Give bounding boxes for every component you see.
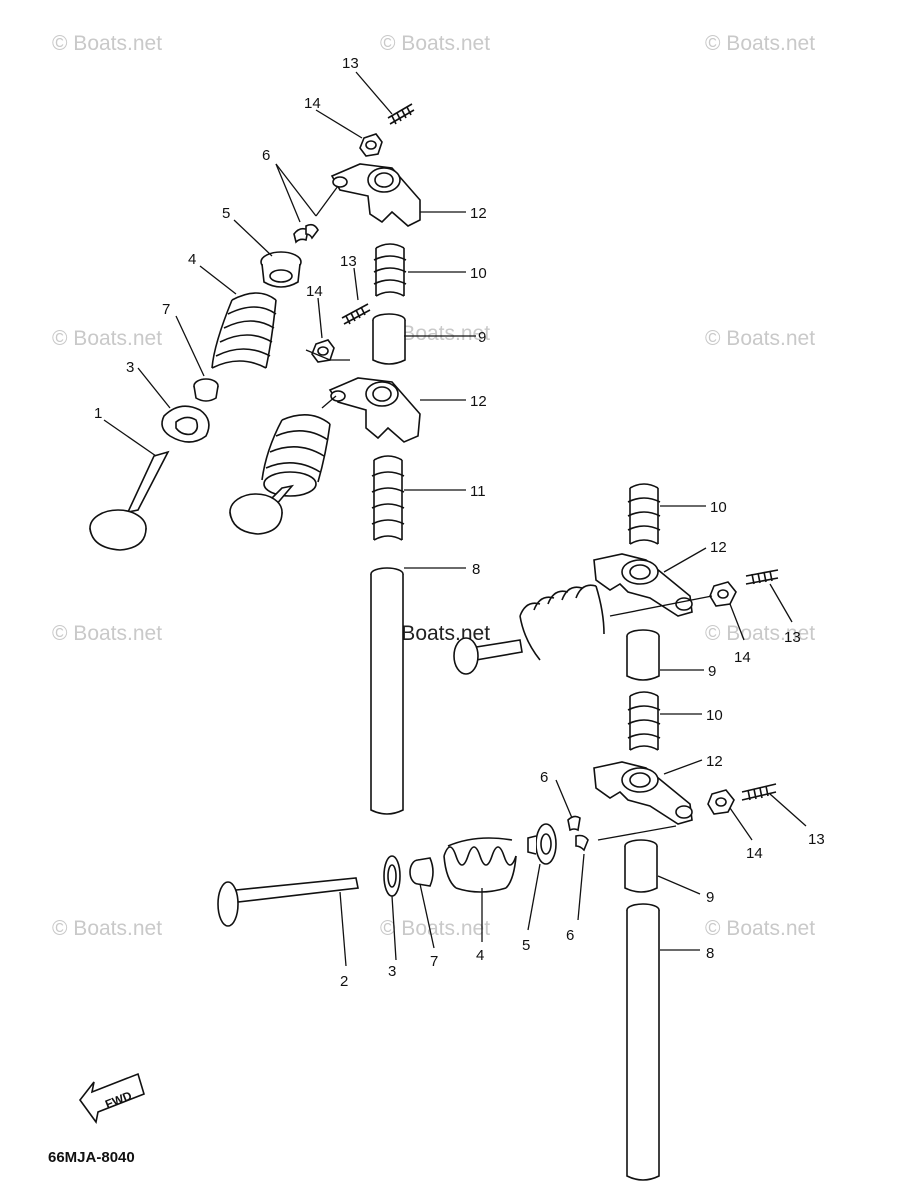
valve-cotters-top (293, 223, 319, 244)
spring-11 (371, 455, 405, 541)
spring-retainer-bottom (527, 823, 557, 865)
callout-8: 8 (706, 945, 714, 962)
adjusting-screw-top (387, 103, 415, 125)
watermark: © Boats.net (705, 917, 815, 940)
rocker-arm-upper (330, 163, 421, 227)
adjusting-screw-right-top (745, 569, 779, 585)
fwd-arrow-icon: FWD (78, 1072, 145, 1124)
exhaust-valve (217, 877, 359, 927)
callout-8: 8 (472, 561, 480, 578)
watermark: © Boats.net (705, 32, 815, 55)
callout-5: 5 (222, 205, 230, 222)
callout-6: 6 (262, 147, 270, 164)
spring-retainer-top (260, 251, 302, 288)
callout-13: 13 (340, 253, 357, 270)
callout-10: 10 (706, 707, 723, 724)
tappet-9-bottom (624, 839, 658, 893)
callout-labels: 13 14 6 5 12 4 10 13 14 7 9 3 12 1 11 8 … (94, 55, 825, 990)
spring-seat-top (161, 405, 210, 443)
rocker-arm-right-bottom (593, 761, 693, 825)
spring-10-right-bottom (627, 691, 661, 751)
watermark: © Boats.net (705, 622, 815, 645)
stem-seal-bottom (409, 857, 434, 887)
callout-12: 12 (470, 205, 487, 222)
callout-13: 13 (784, 629, 801, 646)
stem-seal-top (193, 378, 219, 402)
cotters-bottom (567, 815, 589, 852)
pushrod-8-bottom (626, 903, 660, 1181)
callout-7: 7 (430, 953, 438, 970)
watermark: © Boats.net (380, 917, 490, 940)
callout-4: 4 (476, 947, 484, 964)
rocker-arm-middle (328, 377, 421, 443)
watermark: © Boats.net (52, 32, 162, 55)
callout-10: 10 (470, 265, 487, 282)
callout-12: 12 (710, 539, 727, 556)
assembled-valve-right-top (453, 584, 605, 675)
watermark: © Boats.net (705, 327, 815, 350)
callout-3: 3 (126, 359, 134, 376)
callout-14: 14 (734, 649, 751, 666)
callout-9: 9 (706, 889, 714, 906)
intake-valve (89, 450, 170, 551)
callout-12: 12 (470, 393, 487, 410)
spring-10-right-top (627, 483, 661, 545)
callout-2: 2 (340, 973, 348, 990)
watermark: © Boats.net (52, 917, 162, 940)
valve-spring-bottom (443, 837, 517, 893)
callout-14: 14 (304, 95, 321, 112)
watermark: © Boats.net (380, 322, 490, 345)
adjusting-screw-middle (341, 303, 371, 325)
callout-12: 12 (706, 753, 723, 770)
lock-nut-right-bottom (707, 789, 735, 815)
valve-spring-top (211, 292, 277, 369)
pushrod-8-top (370, 567, 404, 815)
callout-13: 13 (808, 831, 825, 848)
callout-7: 7 (162, 301, 170, 318)
watermark: © Boats.net (380, 32, 490, 55)
adjusting-screw-right-bottom (741, 783, 777, 801)
callout-4: 4 (188, 251, 196, 268)
callout-1: 1 (94, 405, 102, 422)
spring-10-top (373, 243, 407, 297)
spring-seat-bottom (383, 855, 401, 897)
callout-9: 9 (478, 329, 486, 346)
callout-14: 14 (306, 283, 323, 300)
watermark: © Boats.net (52, 622, 162, 645)
lock-nut-top (359, 133, 383, 157)
callout-6: 6 (566, 927, 574, 944)
watermarks: © Boats.net © Boats.net © Boats.net © Bo… (52, 32, 815, 940)
diagram-code: 66MJA-8040 (48, 1149, 135, 1166)
rocker-arm-right-top (593, 553, 693, 617)
callout-5: 5 (522, 937, 530, 954)
tappet-9-right (626, 629, 660, 681)
tappet-9-top (372, 313, 406, 365)
callout-10: 10 (710, 499, 727, 516)
callout-9: 9 (708, 663, 716, 680)
callout-13: 13 (342, 55, 359, 72)
callout-14: 14 (746, 845, 763, 862)
leader-lines (103, 71, 807, 967)
assembled-valve-middle (229, 414, 331, 535)
lock-nut-right-top (709, 581, 737, 607)
callout-3: 3 (388, 963, 396, 980)
callout-11: 11 (470, 483, 486, 500)
callout-6: 6 (540, 769, 548, 786)
watermark: © Boats.net (52, 327, 162, 350)
lock-nut-middle (311, 339, 335, 363)
